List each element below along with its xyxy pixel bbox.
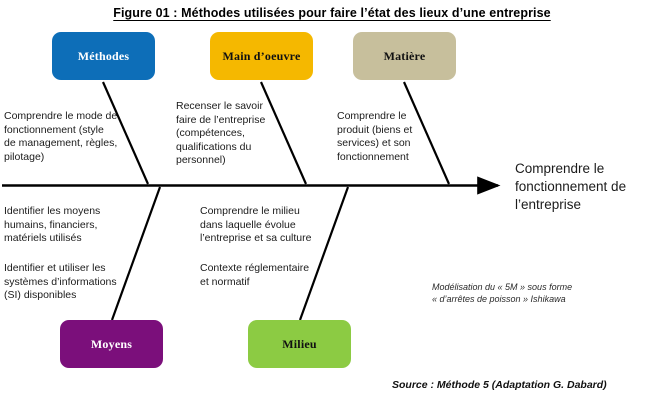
bone-milieu: [298, 186, 350, 321]
category-box-milieu[interactable]: Milieu: [248, 320, 351, 368]
source-caption: Source : Méthode 5 (Adaptation G. Dabard…: [392, 379, 607, 391]
category-label-main-doeuvre: Main d’oeuvre: [222, 48, 301, 63]
modelling-note: Modélisation du « 5M » sous forme « d’ar…: [432, 282, 573, 304]
category-description-matiere: Comprendre le produit (biens et services…: [337, 110, 413, 163]
category-label-moyens: Moyens: [90, 336, 133, 351]
category-description-moyens-2: Identifier et utiliser les systèmes d’in…: [4, 262, 117, 302]
category-description-main-doeuvre: Recenser le savoir faire de l’entreprise…: [176, 100, 266, 167]
bone-main-doeuvre: [259, 81, 308, 185]
figure-title-text: Figure 01 : Méthodes utilisées pour fair…: [113, 6, 551, 20]
figure-title: Figure 01 : Méthodes utilisées pour fair…: [0, 6, 664, 20]
category-label-methodes: Méthodes: [77, 48, 130, 63]
category-box-matiere[interactable]: Matière: [353, 32, 456, 80]
category-box-methodes[interactable]: Méthodes: [52, 32, 155, 80]
bone-matiere: [402, 81, 451, 185]
category-label-matiere: Matière: [383, 48, 426, 63]
category-box-main-doeuvre[interactable]: Main d’oeuvre: [210, 32, 313, 80]
effect-label: Comprendre le fonctionnement de l’entrep…: [515, 161, 627, 212]
category-description-milieu-2: Contexte réglementaire et normatif: [200, 262, 310, 288]
category-box-moyens[interactable]: Moyens: [60, 320, 163, 368]
category-description-moyens-1: Identifier les moyens humains, financier…: [4, 205, 101, 245]
category-description-milieu-1: Comprendre le milieu dans laquelle évolu…: [200, 205, 312, 245]
bone-moyens: [110, 186, 162, 321]
category-label-milieu: Milieu: [282, 336, 317, 351]
category-description-methodes: Comprendre le mode de fonctionnement (st…: [4, 110, 118, 163]
bone-methodes: [101, 81, 150, 185]
